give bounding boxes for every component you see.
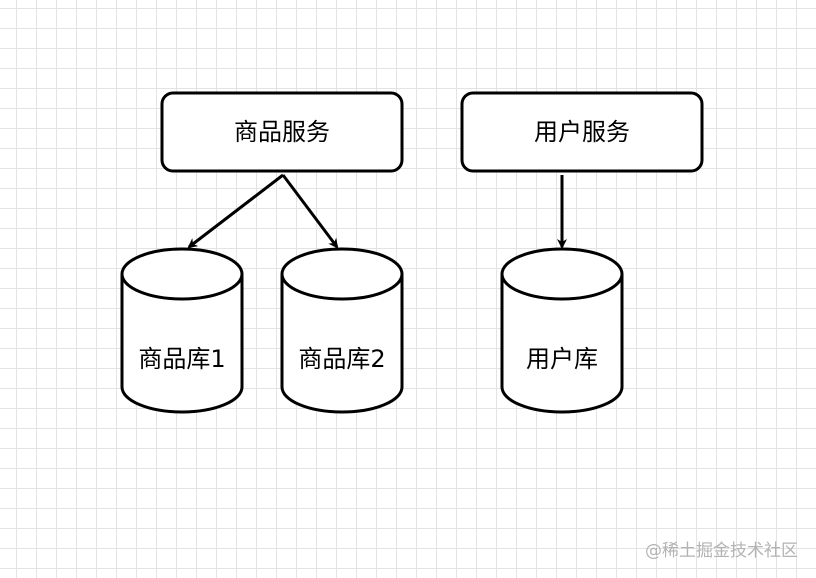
database-rim-product-2 bbox=[280, 273, 404, 301]
database-rim-product-1 bbox=[120, 273, 244, 301]
database-node-user: 用户库 bbox=[500, 247, 624, 414]
service-label-user: 用户服务 bbox=[534, 118, 630, 146]
service-node-product: 商品服务 bbox=[160, 91, 404, 173]
database-node-product-1: 商品库1 bbox=[120, 247, 244, 414]
database-node-product-2: 商品库2 bbox=[280, 247, 404, 414]
database-cylinder-user bbox=[500, 247, 624, 414]
service-box-product bbox=[160, 91, 404, 173]
database-rim-user bbox=[500, 273, 624, 301]
database-label-product-1: 商品库1 bbox=[138, 345, 225, 373]
service-box-user bbox=[460, 91, 704, 173]
watermark-text: @稀土掘金技术社区 bbox=[645, 541, 798, 561]
database-cylinder-product-1 bbox=[120, 247, 244, 414]
database-label-user: 用户库 bbox=[526, 345, 598, 373]
service-node-user: 用户服务 bbox=[460, 91, 704, 173]
database-cylinder-product-2 bbox=[280, 247, 404, 414]
edges bbox=[187, 173, 567, 249]
edge-product-service-to-product-db-1 bbox=[187, 173, 284, 249]
service-label-product: 商品服务 bbox=[234, 118, 330, 146]
database-label-product-2: 商品库2 bbox=[298, 345, 385, 373]
edge-product-service-to-product-db-2 bbox=[281, 174, 339, 249]
